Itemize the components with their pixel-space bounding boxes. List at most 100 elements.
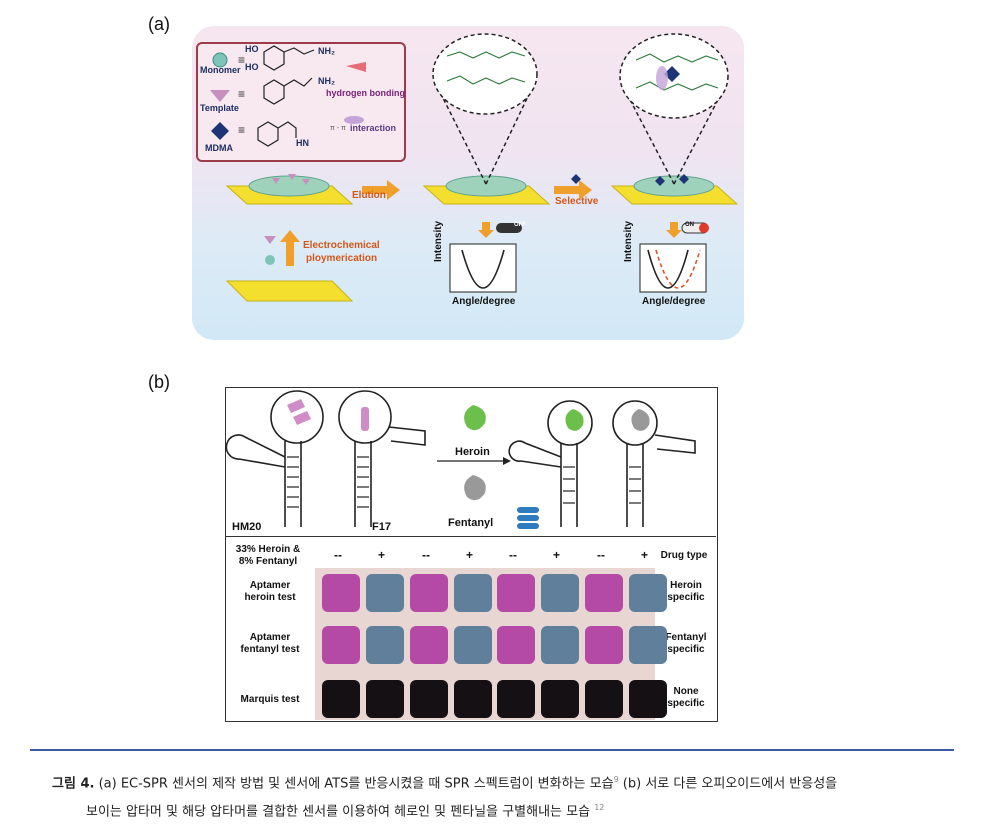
well-2-1 [366, 680, 404, 718]
well-1-7 [629, 626, 667, 664]
step-electrochemical: Electrochemical [303, 240, 380, 251]
sign-6: -- [597, 548, 605, 562]
row-left1: Aptamer [249, 580, 291, 591]
spr-graph-on [639, 243, 707, 293]
mdma-ring-icon [257, 121, 279, 147]
legend-hn: HN [296, 138, 309, 148]
sign-7: + [641, 548, 649, 562]
svg-text:≡: ≡ [238, 53, 245, 67]
off-switch-icon [496, 223, 522, 233]
well-1-3 [454, 626, 492, 664]
well-2-2 [410, 680, 448, 718]
well-1-4 [497, 626, 535, 664]
well-2-6 [585, 680, 623, 718]
caption-ref-9: 9 [613, 775, 619, 784]
legend-hydrogen-bonding: hydrogen bonding [326, 88, 405, 98]
caption-text-b: (b) 서로 다른 오피오이드에서 반응성을 [622, 776, 838, 792]
figure-caption: 그림 4. (a) EC-SPR 센서의 제작 방법 및 센서에 ATS를 반응… [52, 768, 952, 825]
well-2-5 [541, 680, 579, 718]
well-1-1 [366, 626, 404, 664]
header-left-line1: 33% Heroin & [235, 544, 301, 555]
row-left1: Aptamer [249, 632, 291, 643]
row-label-left-2: Marquis test [232, 694, 308, 706]
electrode-base [225, 280, 354, 302]
caption-rule [30, 749, 954, 751]
row-left1: Marquis test [240, 694, 300, 705]
sign-0: -- [334, 548, 342, 562]
row-left2: heroin test [244, 592, 296, 603]
legend-ho-b: HO [245, 62, 259, 72]
aptamer-f17: F17 [372, 521, 391, 533]
legend-pi-pi: π - π [330, 125, 346, 132]
well-2-4 [497, 680, 535, 718]
well-0-6 [585, 574, 623, 612]
adsorption-arrow-icon [554, 180, 592, 200]
legend-template: Template [200, 103, 239, 113]
row-right1: Fentanyl [665, 632, 707, 643]
row-right2: specific [667, 644, 705, 655]
on-label: ON [685, 222, 694, 228]
catechol-ring-icon [263, 45, 285, 71]
well-2-3 [454, 680, 492, 718]
graph-xlabel-off: Angle/degree [452, 296, 516, 307]
drug-heroin: Heroin [455, 446, 490, 458]
panel-a-process [225, 33, 739, 302]
graph-xlabel-on: Angle/degree [642, 296, 706, 307]
legend-monomer: Monomer [200, 65, 241, 75]
legend-nh2-b: NH₂ [318, 76, 335, 86]
zoom-circle-elution [432, 33, 538, 115]
grid-header-left: 33% Heroin & 8% Fentanyl [228, 544, 308, 568]
well-0-5 [541, 574, 579, 612]
drug-fentanyl: Fentanyl [448, 517, 494, 529]
aptamer-hm20: HM20 [232, 521, 262, 533]
row-right1: Heroin [670, 580, 702, 591]
on-switch-icon [699, 223, 709, 233]
elution-arrow-icon [362, 180, 400, 200]
heroin-molecule-icon [464, 405, 486, 431]
step-selective: Selective [555, 196, 599, 207]
header-left-line2: 8% Fentanyl [238, 556, 298, 567]
hydrogen-bond-icon [346, 62, 366, 72]
row-right1: None [673, 686, 699, 697]
graph-ylabel-off: Intensity [433, 220, 444, 262]
panel-b-divider [225, 536, 716, 537]
well-1-5 [541, 626, 579, 664]
legend-nh2-a: NH₂ [318, 46, 335, 56]
legend-box [196, 42, 406, 162]
svg-text:≡: ≡ [238, 123, 245, 137]
legend-graphics: ≡ ≡ ≡ [210, 45, 366, 147]
legend-mdma: MDMA [205, 143, 233, 153]
graph-ylabel-on: Intensity [623, 220, 634, 262]
spr-graph-off [449, 243, 517, 293]
well-2-0 [322, 680, 360, 718]
monomer-sphere-icon [212, 52, 228, 68]
well-0-7 [629, 574, 667, 612]
fentanyl-molecule-icon [464, 475, 486, 501]
legend-interaction: interaction [350, 123, 397, 133]
well-0-0 [322, 574, 360, 612]
aptamer-diagram [225, 390, 696, 529]
well-1-6 [585, 626, 623, 664]
well-1-0 [322, 626, 360, 664]
sign-1: + [378, 548, 386, 562]
caption-text-a: (a) EC-SPR 센서의 제작 방법 및 센서에 ATS를 반응시켰을 때 … [98, 776, 614, 792]
mdma-diamond-icon [211, 122, 229, 140]
well-1-2 [410, 626, 448, 664]
legend-ho-a: HO [245, 44, 259, 54]
drug-type-label: Drug type [660, 550, 708, 561]
well-0-1 [366, 574, 404, 612]
sign-5: + [553, 548, 561, 562]
template-pyramid-icon [210, 90, 230, 102]
off-label: OFF [514, 222, 526, 228]
step-ploymerication: ploymerication [306, 253, 378, 264]
row-right2: specific [667, 592, 705, 603]
svg-text:≡: ≡ [238, 87, 245, 101]
caption-text-c: 보이는 압타머 및 해당 압타머를 결합한 센서를 이용하여 헤로인 및 펜타닐… [86, 804, 591, 820]
panel-a-label: (a) [148, 14, 170, 34]
well-0-2 [410, 574, 448, 612]
sign-3: + [466, 548, 474, 562]
sign-2: -- [422, 548, 430, 562]
